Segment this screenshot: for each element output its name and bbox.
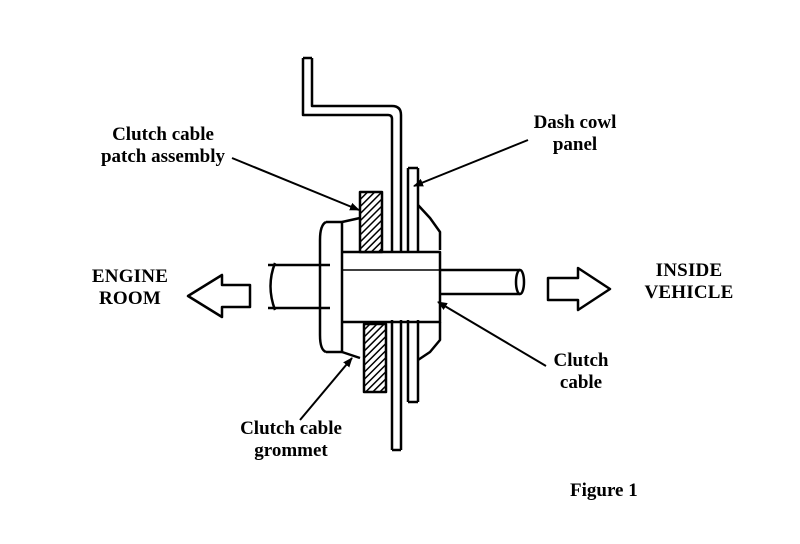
engine-label-line2: ROOM xyxy=(98,288,161,309)
dash-cowl-panel xyxy=(301,56,403,452)
clutch-cable-leader xyxy=(437,301,547,367)
engine-label-line1: ENGINE xyxy=(91,266,169,287)
engine-room-label: ENGINE ROOM xyxy=(80,266,180,310)
inside-vehicle-arrow xyxy=(546,266,612,312)
inside-label-line2: VEHICLE xyxy=(644,282,734,303)
clutch-cable-grommet-shape xyxy=(318,204,442,362)
inside-label-line1: INSIDE xyxy=(655,260,723,281)
cable-label-line1: Clutch xyxy=(553,350,609,371)
clutch-cable-label: Clutch cable xyxy=(536,350,626,394)
grommet-leader xyxy=(299,357,353,421)
inside-vehicle-label: INSIDE VEHICLE xyxy=(626,260,752,304)
patch-label-line1: Clutch cable xyxy=(112,124,214,145)
dash-label-line1: Dash cowl xyxy=(533,112,617,133)
patch-assembly-leader xyxy=(231,157,360,211)
clutch-cable-patch-assembly xyxy=(358,190,388,394)
grommet-label-line1: Clutch cable xyxy=(240,418,342,439)
patch-assembly-label: Clutch cable patch assembly xyxy=(88,124,238,168)
grommet-label-line2: grommet xyxy=(254,440,328,461)
figure-caption: Figure 1 xyxy=(570,480,638,501)
cable-label-line2: cable xyxy=(559,372,603,393)
outer-panel-plate xyxy=(406,166,420,404)
dash-label-line2: panel xyxy=(552,134,598,155)
grommet-label: Clutch cable grommet xyxy=(216,418,366,462)
engine-room-arrow xyxy=(186,273,252,319)
clutch-cable-shape xyxy=(268,250,526,324)
patch-label-line2: patch assembly xyxy=(100,146,226,167)
dash-cowl-label: Dash cowl panel xyxy=(520,112,630,156)
dash-cowl-leader xyxy=(413,139,529,187)
